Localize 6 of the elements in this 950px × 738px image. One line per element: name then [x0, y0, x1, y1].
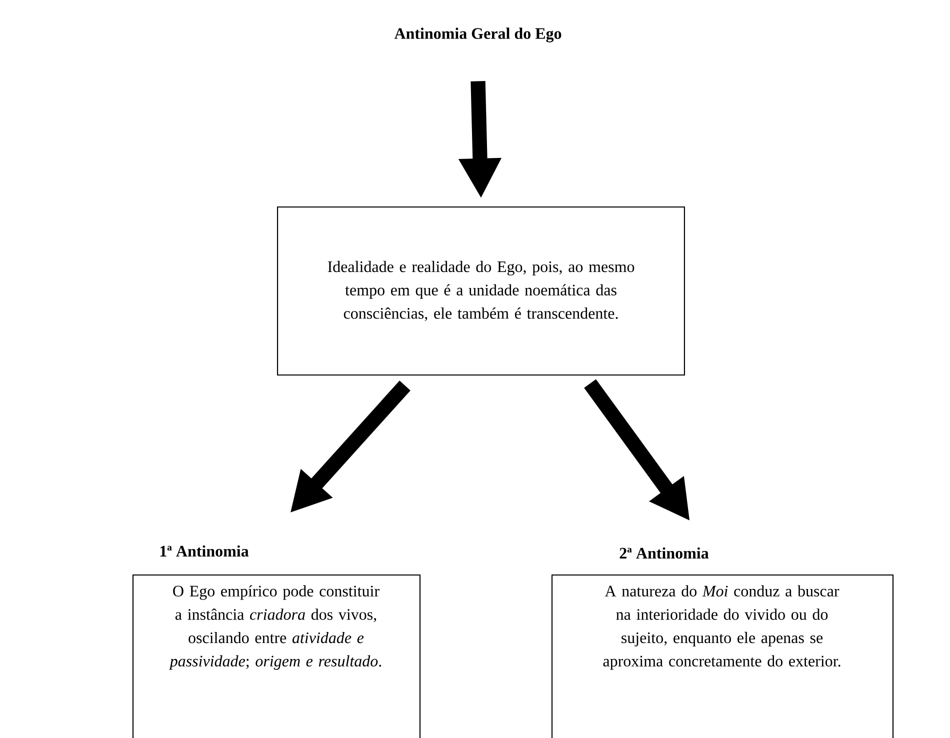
heading: 1ª Antinomia: [160, 545, 249, 557]
title: Antinomia Geral do Ego: [394, 28, 562, 42]
heading: 2ª Antinomia: [620, 547, 709, 559]
text-box: O Ego empírico pode constituir a instância criadora dos vivos, oscilando entre atividade e passividade; origem e resultado.: [132, 574, 421, 738]
text-box: Idealidade e realidade do Ego, pois, ao mesmo tempo em que é a unidade noemática das consciências, ele também é transcendente.: [277, 206, 685, 376]
text-box: A natureza do Moi conduz a buscar na interioridade do vivido ou do sujeito, enquanto ele apenas se aproxima concretamente do exterior.: [551, 574, 894, 738]
